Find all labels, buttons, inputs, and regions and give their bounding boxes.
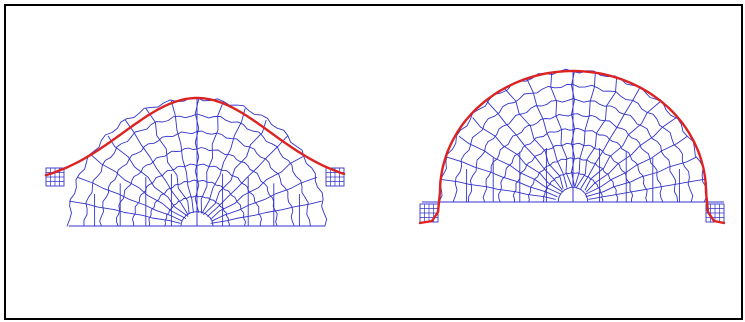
mesh-spoke: [526, 78, 568, 188]
mesh-spoke: [585, 136, 688, 195]
mesh-spoke: [207, 135, 288, 217]
mesh-spoke: [211, 176, 317, 222]
mesh-spoke: [210, 200, 322, 224]
mesh-spoke: [107, 135, 189, 217]
mesh-spoke: [486, 101, 563, 191]
mesh-spoke: [201, 108, 246, 214]
mesh-spoke: [145, 108, 190, 214]
mesh-spoke: [574, 72, 596, 187]
mesh-spoke: [584, 101, 661, 191]
mesh-spoke: [504, 88, 564, 189]
mesh-spoke: [576, 78, 617, 188]
mesh-spoke: [580, 88, 640, 189]
mesh-spoke: [203, 119, 267, 216]
mesh-spoke: [458, 136, 562, 195]
boundary-curve: [418, 69, 726, 225]
mesh-spoke: [439, 178, 556, 200]
mesh-spoke: [446, 156, 558, 198]
boundary-curve: [44, 96, 346, 177]
mesh-left: [44, 96, 346, 227]
mesh-spoke: [69, 200, 181, 224]
mesh-spoke: [200, 100, 224, 214]
mesh-spoke: [170, 100, 194, 214]
mesh-spoke: [125, 119, 189, 216]
mesh-spoke: [588, 178, 705, 200]
mesh-spoke: [550, 72, 573, 187]
mesh-spoke: [472, 117, 563, 193]
mesh-spoke: [77, 176, 183, 222]
mesh-spoke: [585, 156, 697, 198]
figure-frame: [4, 4, 743, 320]
mesh-right: [418, 68, 726, 225]
mesh-spoke: [571, 70, 575, 187]
mesh-spoke: [211, 154, 306, 219]
mesh-spoke: [91, 154, 187, 219]
mesh-spoke: [194, 98, 200, 213]
